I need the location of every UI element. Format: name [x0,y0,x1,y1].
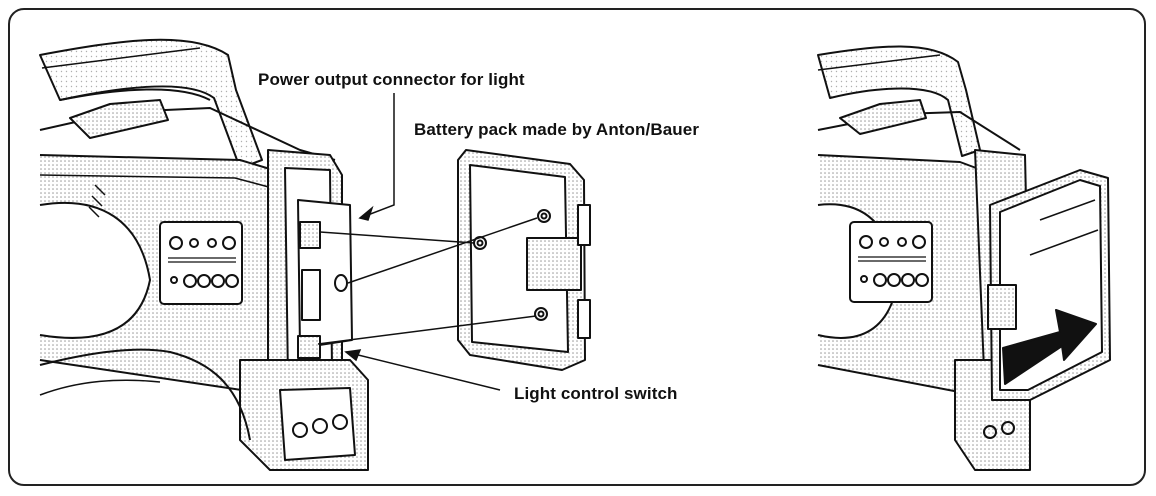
label-light-control-switch: Light control switch [514,384,678,403]
camera-left [39,38,369,471]
camera-right [817,45,1111,471]
leader-lines [317,93,538,391]
label-power-output-connector: Power output connector for light [258,70,525,89]
label-battery-pack: Battery pack made by Anton/Bauer [414,120,700,139]
battery-pack [457,149,591,371]
diagram-frame [8,8,1146,486]
